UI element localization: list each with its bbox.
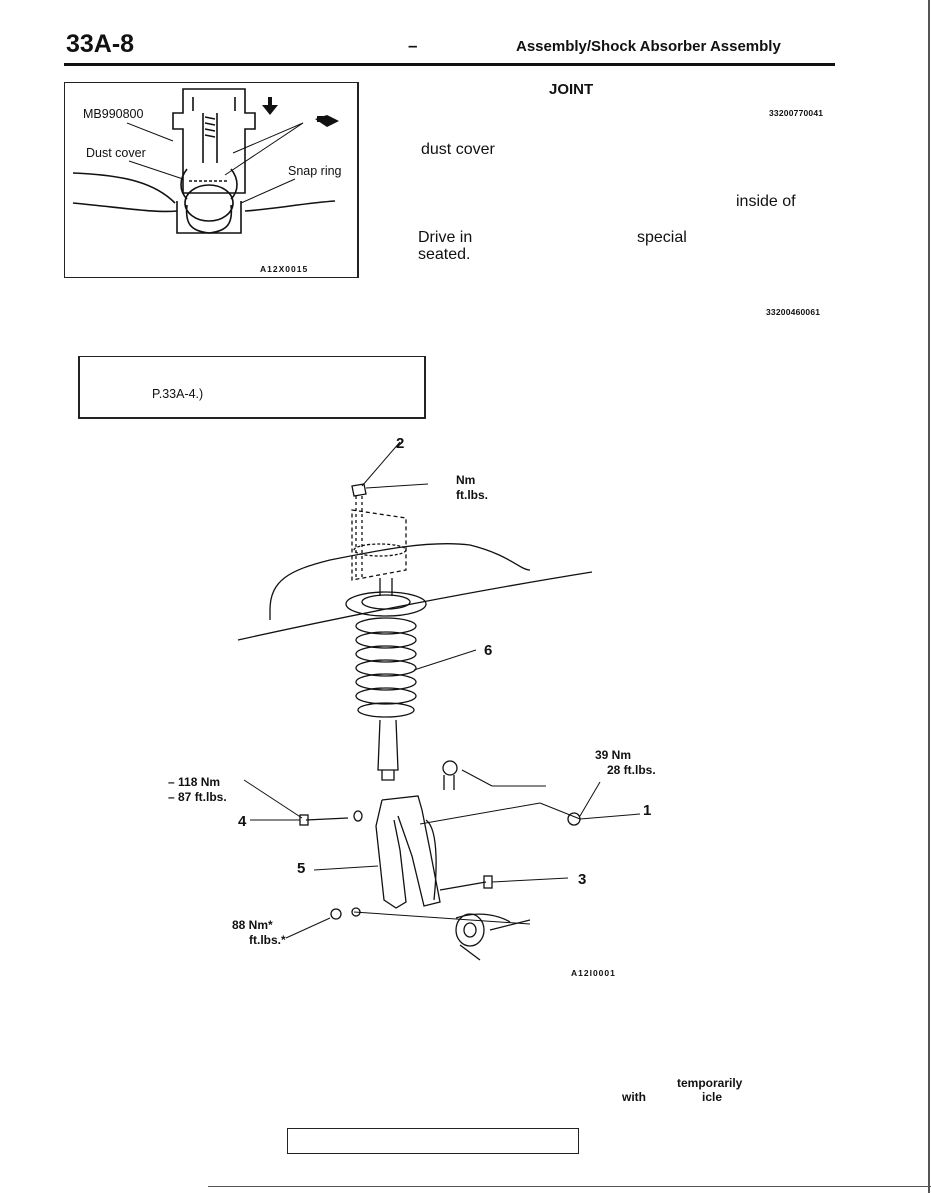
dust-cover-label: Dust cover <box>86 146 146 160</box>
torque-left-ftlbs: – 87 ft.lbs. <box>168 790 227 804</box>
torque-bottom-nm: 88 Nm* <box>232 918 273 932</box>
callout-4: 4 <box>238 813 247 830</box>
text-special: special <box>637 229 687 246</box>
section2-code: 33200460061 <box>766 307 821 317</box>
text-dust-cover: dust cover <box>421 141 495 158</box>
snap-ring-label: Snap ring <box>288 164 342 178</box>
press-arrow-icon <box>262 97 278 115</box>
text-icle: icle <box>702 1090 723 1104</box>
dust-cover-illustration <box>72 88 339 234</box>
grease-icon <box>315 115 339 127</box>
text-temporarily: temporarily <box>677 1076 743 1090</box>
bottom-box <box>287 1128 579 1154</box>
figure2-code: A12I0001 <box>571 968 616 978</box>
right-edge-rule <box>928 0 930 1193</box>
torque-right-nm: 39 Nm <box>595 748 632 762</box>
text-with: with <box>622 1090 646 1104</box>
callout-2: 2 <box>396 435 405 452</box>
callout-5: 5 <box>297 860 306 877</box>
figure1-code: A12X0015 <box>260 264 309 274</box>
torque-left-nm: – 118 Nm <box>168 775 221 789</box>
section-code: 33200770041 <box>769 108 824 118</box>
torque-top-ftlbs: ft.lbs. <box>456 488 488 502</box>
strut-illustration <box>237 441 641 961</box>
note-text: P.33A-4.) <box>152 387 204 401</box>
text-drive-in: Drive in <box>418 229 473 246</box>
note-box: P.33A-4.) <box>78 356 426 419</box>
header-dash: – <box>408 36 418 55</box>
callout-3: 3 <box>578 871 587 888</box>
bottom-rule <box>208 1186 931 1187</box>
callout-1: 1 <box>643 802 652 819</box>
torque-bottom-ftlbs: ft.lbs.* <box>249 933 286 947</box>
callout-6: 6 <box>484 642 493 659</box>
text-seated: seated. <box>418 246 471 263</box>
text-inside-of: inside of <box>736 193 796 210</box>
section-heading: JOINT <box>549 81 594 98</box>
header-rule <box>64 63 835 66</box>
torque-right-ftlbs: 28 ft.lbs. <box>607 763 656 777</box>
torque-top-nm: Nm <box>456 473 476 487</box>
strut-exploded-figure: 2 6 1 3 4 5 Nm ft.lbs. 39 Nm 28 ft.lbs. … <box>168 430 850 990</box>
tool-label: MB990800 <box>83 107 144 121</box>
dust-cover-figure: MB990800 Dust cover Snap ring A12X0015 <box>64 82 359 278</box>
section-title: Assembly/Shock Absorber Assembly <box>516 38 781 55</box>
page-number: 33A-8 <box>66 30 135 58</box>
